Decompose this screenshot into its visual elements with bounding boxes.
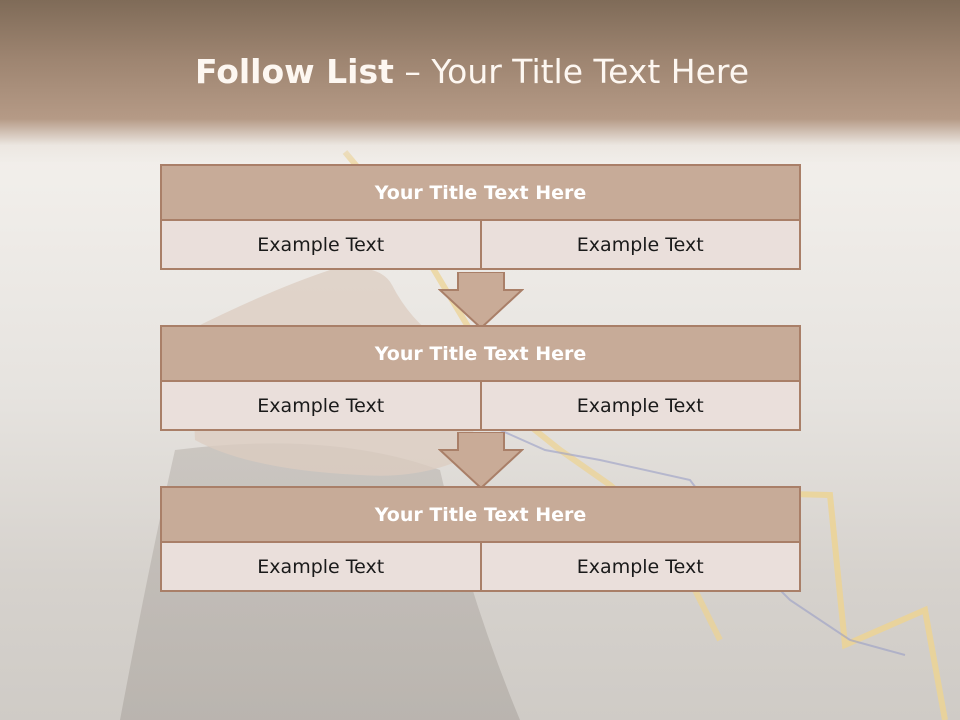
- block-cell-left[interactable]: Example Text: [257, 394, 385, 417]
- block-cell-left[interactable]: Example Text: [257, 233, 385, 256]
- list-block-1: Your Title Text Here Example Text Exampl…: [160, 164, 801, 270]
- block-title[interactable]: Your Title Text Here: [160, 164, 801, 221]
- block-cell-right[interactable]: Example Text: [479, 543, 800, 590]
- slide-title-rest: – Your Title Text Here: [393, 52, 750, 91]
- block-row: Example Text Example Text: [160, 382, 801, 431]
- block-row: Example Text Example Text: [160, 221, 801, 270]
- header-band: [0, 0, 960, 165]
- slide-title: Follow List – Your Title Text Here: [0, 52, 944, 91]
- list-block-3: Your Title Text Here Example Text Exampl…: [160, 486, 801, 592]
- block-row: Example Text Example Text: [160, 543, 801, 592]
- block-cell-right[interactable]: Example Text: [479, 221, 800, 268]
- down-arrow-icon: [438, 432, 524, 490]
- down-arrow-icon: [438, 272, 524, 330]
- block-title[interactable]: Your Title Text Here: [160, 486, 801, 543]
- block-cell-right[interactable]: Example Text: [479, 382, 800, 429]
- block-title[interactable]: Your Title Text Here: [160, 325, 801, 382]
- slide-title-bold: Follow List: [194, 52, 394, 91]
- block-cell-left[interactable]: Example Text: [257, 555, 385, 578]
- list-block-2: Your Title Text Here Example Text Exampl…: [160, 325, 801, 431]
